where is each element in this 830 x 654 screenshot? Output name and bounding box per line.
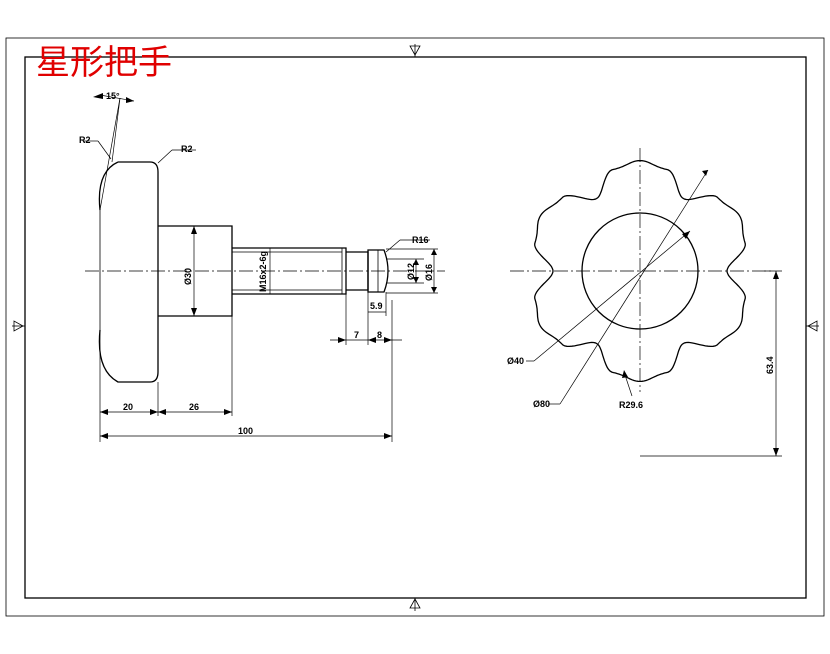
side-view: 15° R2 R2 Ø30 M16x2-6g R16 [79, 91, 445, 442]
diameter-inner-label: Ø40 [507, 356, 524, 366]
length-20-label: 20 [123, 402, 133, 412]
length-5-9-label: 5.9 [370, 301, 383, 311]
radius-left-label: R2 [79, 135, 91, 145]
star-knob-outline [534, 159, 746, 383]
outer-frame [5, 37, 825, 617]
knob-body-outline [98, 161, 159, 383]
centring-marks [12, 44, 819, 611]
length-8-label: 8 [377, 330, 382, 340]
diameter-12-label: Ø12 [406, 263, 416, 280]
radius-end-label: R16 [412, 235, 429, 245]
diameter-hub-label: Ø30 [183, 268, 193, 285]
length-100-label: 100 [238, 426, 253, 436]
drawing-title: 星形把手 [36, 44, 172, 82]
length-26-label: 26 [189, 402, 199, 412]
diameter-outer-label: Ø80 [533, 399, 550, 409]
radius-top-label: R2 [181, 144, 193, 154]
length-7-label: 7 [354, 330, 359, 340]
thread-label: M16x2-6g [258, 251, 268, 292]
diameter-16-label: Ø16 [424, 264, 434, 281]
hub-outline [158, 225, 233, 317]
inner-frame [24, 56, 807, 599]
thread-shank [232, 247, 347, 295]
front-view: Ø80 Ø40 R29.6 63.4 [507, 148, 782, 457]
tip-outline [367, 249, 389, 293]
angle-label: 15° [106, 91, 120, 101]
radius-lobe-label: R29.6 [619, 400, 643, 410]
hub-circle [581, 212, 699, 330]
height-label: 63.4 [765, 356, 775, 374]
